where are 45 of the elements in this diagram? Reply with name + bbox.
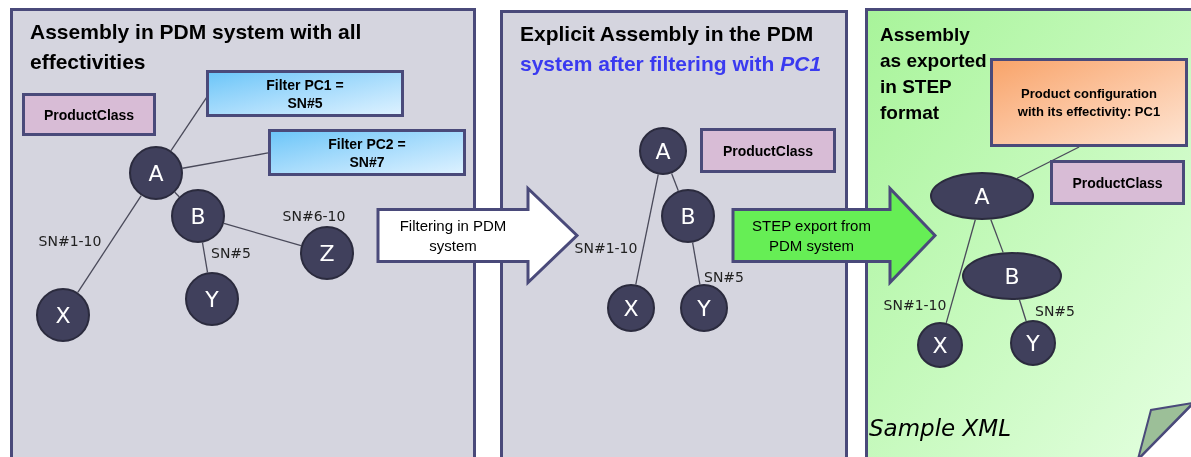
part-circle: X [36, 288, 90, 342]
part-circle: A [129, 146, 183, 200]
filter-box: Filter PC2 = SN#7 [268, 129, 466, 176]
connector-line [174, 191, 180, 198]
panel-title-highlight: system after filtering with PC1 [520, 52, 822, 75]
class-box: ProductClass [700, 128, 836, 173]
connector-line [201, 241, 209, 274]
edge-label: SN#1-10 [574, 241, 638, 255]
edge-label: SN#5 [211, 246, 251, 260]
part-circle: B [661, 189, 715, 243]
edge-label: SN#5 [1035, 304, 1075, 318]
edge-label: SN#6-10 [282, 209, 346, 223]
block-arrow [731, 184, 938, 287]
panel-footnote: Sample XML [869, 414, 1011, 443]
part-circle: B [171, 189, 225, 243]
panel-title: Assembly as exported in STEP format [880, 24, 987, 123]
filter-box: Filter PC1 = SN#5 [206, 70, 404, 117]
edge-label: SN#1-10 [883, 298, 947, 312]
panel-title: Explicit Assembly in the PDM [520, 22, 814, 45]
part-circle: Y [185, 272, 239, 326]
connector-line [945, 219, 976, 324]
part-circle: Z [300, 226, 354, 280]
edge-label: SN#5 [704, 270, 744, 284]
block-arrow [376, 185, 580, 286]
connector-line [990, 219, 1004, 254]
connector-line [670, 172, 679, 192]
part-circle: X [607, 284, 655, 332]
connector-line [692, 241, 701, 285]
connector-line [1016, 146, 1080, 179]
connector-line [170, 96, 208, 152]
connector-line [181, 152, 269, 169]
class-box: ProductClass [22, 93, 156, 136]
connector-line [1018, 299, 1027, 322]
connector-line [635, 173, 659, 286]
configuration-box: Product configuration with its effectivity: PC1 [990, 58, 1188, 147]
connector-line [77, 194, 142, 294]
edge-label: SN#1-10 [38, 234, 102, 248]
part-circle: Y [680, 284, 728, 332]
panel [10, 8, 476, 457]
part-circle: A [639, 127, 687, 175]
edge-label: STEP export from PDM system [751, 215, 872, 256]
edge-label: Filtering in PDM system [398, 215, 508, 256]
connector-line [223, 222, 302, 247]
class-box: ProductClass [1050, 160, 1185, 205]
panel-title: Assembly in PDM system with all effectivities [30, 20, 362, 73]
